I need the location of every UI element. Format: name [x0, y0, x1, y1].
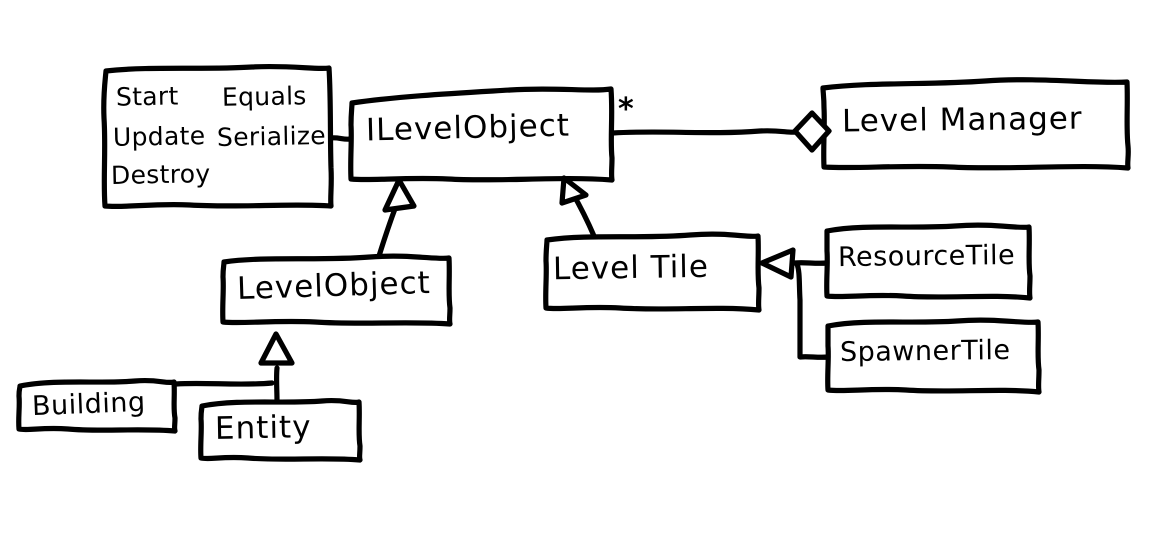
generalization-arrowhead-tiles — [759, 247, 796, 280]
generalization-line-levelobject — [376, 203, 399, 259]
generalization-line-spawnertile — [794, 261, 831, 360]
methods-box-outline — [101, 63, 334, 210]
generalization-line-building — [173, 380, 275, 387]
spawnertile-box-outline — [825, 317, 1042, 395]
levelmanager-box-outline — [820, 77, 1131, 171]
generalization-arrowhead-leveltile — [559, 175, 589, 206]
generalization-arrowhead-levelobject — [382, 177, 417, 213]
ilevelobject-box-outline — [348, 86, 615, 183]
aggregation-line — [610, 128, 799, 136]
levelobject-box-outline — [220, 253, 453, 327]
resourcetile-box-outline — [824, 222, 1033, 301]
aggregation-diamond — [792, 110, 832, 153]
generalization-arrowhead-levelobject-sub — [258, 331, 295, 366]
building-box-outline — [16, 377, 178, 434]
generalization-line-resourcetile — [792, 260, 830, 266]
leveltile-box-outline — [543, 231, 762, 313]
entity-box-outline — [198, 397, 363, 463]
methods-connector-line — [328, 135, 353, 142]
